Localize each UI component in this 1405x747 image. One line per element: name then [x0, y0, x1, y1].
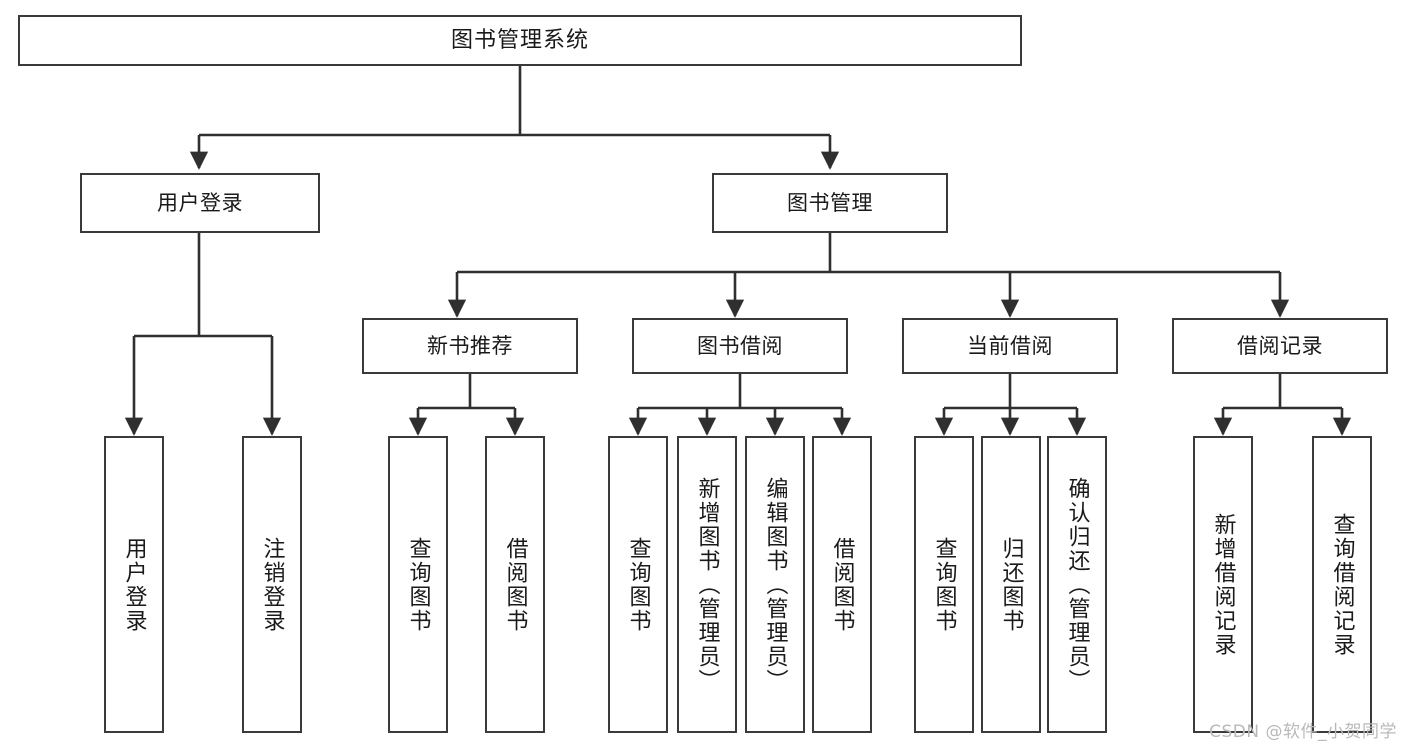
node-label: 图书管理 — [787, 190, 873, 215]
node-label: 查询图书 — [931, 536, 957, 633]
node-label: 借阅图书 — [502, 536, 528, 633]
node-label: 新书推荐 — [427, 333, 513, 358]
node-root-book-management-system[interactable]: 图书管理系统 — [18, 15, 1022, 66]
node-label: 新增图书（管理员） — [694, 476, 720, 693]
node-label: 查询图书 — [625, 536, 651, 633]
leaf-new-book-borrow-books[interactable]: 借阅图书 — [485, 436, 545, 733]
node-label: 新增借阅记录 — [1210, 512, 1236, 657]
node-label: 确认归还（管理员） — [1064, 476, 1090, 693]
leaf-new-book-query-books[interactable]: 查询图书 — [388, 436, 448, 733]
node-label: 借阅记录 — [1237, 333, 1323, 358]
leaf-user-login-logout[interactable]: 注销登录 — [242, 436, 302, 733]
leaf-record-query-borrow-record[interactable]: 查询借阅记录 — [1312, 436, 1372, 733]
node-book-borrowing[interactable]: 图书借阅 — [632, 318, 848, 374]
leaf-borrow-query-books[interactable]: 查询图书 — [608, 436, 668, 733]
node-label: 归还图书 — [998, 536, 1024, 633]
leaf-current-query-books[interactable]: 查询图书 — [914, 436, 974, 733]
leaf-record-add-borrow-record[interactable]: 新增借阅记录 — [1193, 436, 1253, 733]
node-label: 编辑图书（管理员） — [762, 476, 788, 693]
node-current-borrowing[interactable]: 当前借阅 — [902, 318, 1118, 374]
node-label: 图书借阅 — [697, 333, 783, 358]
node-label: 查询图书 — [405, 536, 431, 633]
leaf-borrow-add-book-admin[interactable]: 新增图书（管理员） — [677, 436, 737, 733]
node-label: 当前借阅 — [967, 333, 1053, 358]
leaf-borrow-borrow-books[interactable]: 借阅图书 — [812, 436, 872, 733]
node-label: 查询借阅记录 — [1329, 512, 1355, 657]
node-user-login[interactable]: 用户登录 — [80, 173, 320, 233]
node-label: 用户登录 — [157, 190, 243, 215]
node-label: 用户登录 — [121, 536, 147, 633]
csdn-watermark: CSDN @软件_小贺同学 — [1209, 722, 1397, 742]
node-label: 借阅图书 — [829, 536, 855, 633]
node-label: 注销登录 — [259, 536, 285, 633]
leaf-user-login-login[interactable]: 用户登录 — [104, 436, 164, 733]
node-new-book-recommendation[interactable]: 新书推荐 — [362, 318, 578, 374]
node-borrowing-records[interactable]: 借阅记录 — [1172, 318, 1388, 374]
node-label: 图书管理系统 — [450, 27, 589, 53]
leaf-current-confirm-return-admin[interactable]: 确认归还（管理员） — [1047, 436, 1107, 733]
leaf-current-return-books[interactable]: 归还图书 — [981, 436, 1041, 733]
leaf-borrow-edit-book-admin[interactable]: 编辑图书（管理员） — [745, 436, 805, 733]
node-book-management[interactable]: 图书管理 — [712, 173, 948, 233]
